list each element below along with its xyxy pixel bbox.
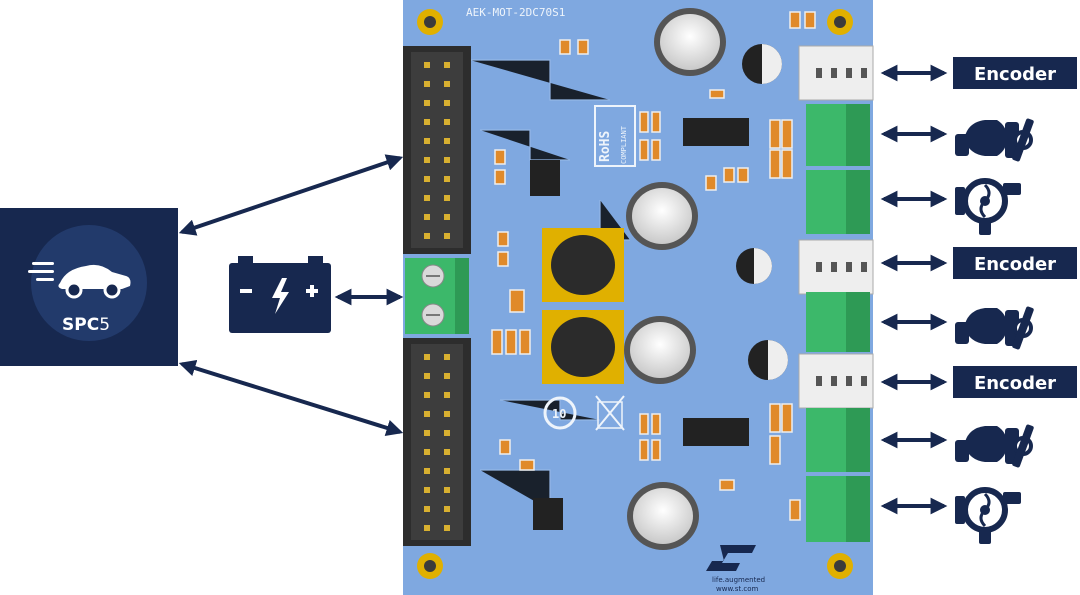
pcb-board: AEK-MOT-2DC70S1: [403, 0, 874, 595]
svg-text:life.augmented: life.augmented: [712, 576, 765, 584]
capacitor: [624, 8, 788, 550]
pump-icon: [955, 487, 1021, 544]
arrows: [178, 64, 948, 515]
battery-icon: [229, 256, 331, 333]
svg-text:Encoder: Encoder: [974, 64, 1056, 85]
ten-year-mark: 10: [543, 395, 625, 431]
smd-components: [491, 11, 816, 521]
st-logo-icon: life.augmented www.st.com: [706, 545, 765, 593]
svg-text:COMPLIANT: COMPLIANT: [620, 125, 628, 164]
car-icon: [28, 262, 131, 299]
svg-text:Encoder: Encoder: [974, 373, 1056, 394]
rohs-mark: RoHS COMPLIANT: [594, 105, 636, 167]
arrow-spc5-header-top: [178, 154, 404, 236]
encoder-label: Encoder: [953, 57, 1077, 89]
encoder-label: Encoder: [953, 366, 1077, 398]
svg-text:www.st.com: www.st.com: [716, 585, 759, 593]
pump-icon: [955, 178, 1021, 235]
dc-motor-icon: [955, 118, 1034, 162]
spc5-block: SPC5: [0, 208, 178, 366]
svg-text:10: 10: [552, 407, 566, 421]
inductor: [542, 228, 624, 384]
pin-header-top: [403, 46, 471, 254]
dc-motor-icon: [955, 424, 1034, 468]
ic-chip: [530, 118, 749, 530]
power-terminal: [405, 258, 469, 334]
encoder-label: Encoder: [953, 247, 1077, 279]
spc5-label: SPC5: [62, 315, 110, 335]
arrow-spc5-header-bottom: [178, 359, 404, 437]
dc-motor-icon: [955, 306, 1034, 350]
motor-terminal: [806, 104, 870, 542]
mounting-hole: [417, 9, 853, 579]
board-title: AEK-MOT-2DC70S1: [466, 6, 565, 19]
pin-header-bottom: [403, 338, 471, 546]
svg-text:Encoder: Encoder: [974, 254, 1056, 275]
svg-text:RoHS: RoHS: [598, 131, 613, 162]
